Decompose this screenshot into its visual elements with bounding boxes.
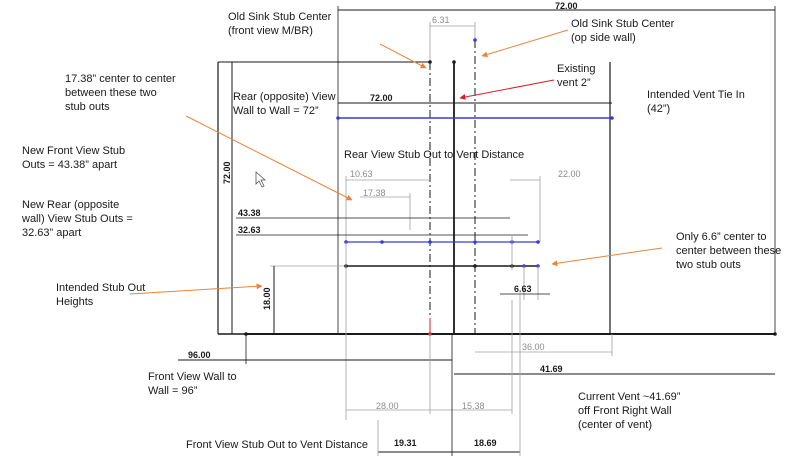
top-72-dimension xyxy=(337,6,776,334)
note-rear-vent-distance: Rear View Stub Out to Vent Distance xyxy=(344,149,525,161)
note-center-17: 17.38” center to center between these tw… xyxy=(65,73,176,113)
rear-stub-dims xyxy=(345,176,541,242)
note-old-sink-front: Old Sink Stub Center (front view M/BR) xyxy=(228,11,332,37)
top-72-label: 72.00 xyxy=(555,1,578,11)
note-only-66: Only 6.6” center to center between these… xyxy=(676,231,782,271)
rear-stub-point-6 xyxy=(536,240,540,244)
front-stub-point-2 xyxy=(473,264,477,268)
old-sink-front-point xyxy=(428,60,432,64)
dim-1738-label: 17.38 xyxy=(363,188,386,198)
note-existing-vent: Existing vent 2” xyxy=(557,63,596,89)
dim-631 xyxy=(429,22,476,62)
rear-72-label: 72.00 xyxy=(370,93,393,103)
dim-4338-label: 43.38 xyxy=(238,208,261,218)
note-rear-wall: Rear (opposite) View Wall to Wall = 72” xyxy=(233,91,336,117)
dim-631-label: 6.31 xyxy=(432,15,450,25)
dim-1538-label: 15.38 xyxy=(462,401,485,411)
dim-663-label: 6.63 xyxy=(514,284,532,294)
cursor-icon xyxy=(255,171,267,188)
rear-stub-point-4 xyxy=(473,240,477,244)
vent-tie-point-right xyxy=(610,116,614,120)
arrow-old-sink-front xyxy=(379,43,427,69)
height-72-label: 72.00 xyxy=(222,161,232,184)
rear-stub-point-2 xyxy=(380,240,384,244)
vent-top-point xyxy=(452,60,456,64)
note-intended-vent: Intended Vent Tie In (42”) xyxy=(647,89,745,115)
note-intended-heights: Intended Stub Out Heights xyxy=(56,282,146,308)
note-new-front: New Front View Stub Outs = 43.38” apart xyxy=(22,145,126,171)
note-front-wall: Front View Wall to Wall = 96” xyxy=(148,371,237,397)
old-sink-op-point xyxy=(473,38,477,42)
note-front-vent-distance: Front View Stub Out to Vent Distance xyxy=(186,439,369,451)
arrow-only-66 xyxy=(551,247,663,267)
dim-3600-label: 36.00 xyxy=(522,342,545,352)
dim-1869-label: 18.69 xyxy=(474,438,497,448)
dim-1931-label: 19.31 xyxy=(394,438,417,448)
arrow-center-17 xyxy=(185,115,353,201)
height-18-label: 18.00 xyxy=(262,287,272,310)
arrow-stub-heights xyxy=(129,283,263,295)
arrow-old-sink-op xyxy=(481,29,569,58)
vent-tie-point-left xyxy=(336,116,340,120)
dim-2200-label: 22.00 xyxy=(558,169,581,179)
rear-stub-point-3 xyxy=(428,240,432,244)
note-new-rear: New Rear (opposite wall) View Stub Outs … xyxy=(22,199,133,239)
dim-9600-label: 96.00 xyxy=(188,350,211,360)
dim-3263-label: 32.63 xyxy=(238,225,261,235)
arrow-existing-vent xyxy=(459,79,555,100)
dim-2800-label: 28.00 xyxy=(376,401,399,411)
note-old-sink-op: Old Sink Stub Center (op side wall) xyxy=(571,18,675,44)
dim-4169-label: 41.69 xyxy=(540,364,563,374)
dim-1063-label: 10.63 xyxy=(350,169,373,179)
note-current-vent: Current Vent ~41.69” off Front Right Wal… xyxy=(578,391,681,431)
